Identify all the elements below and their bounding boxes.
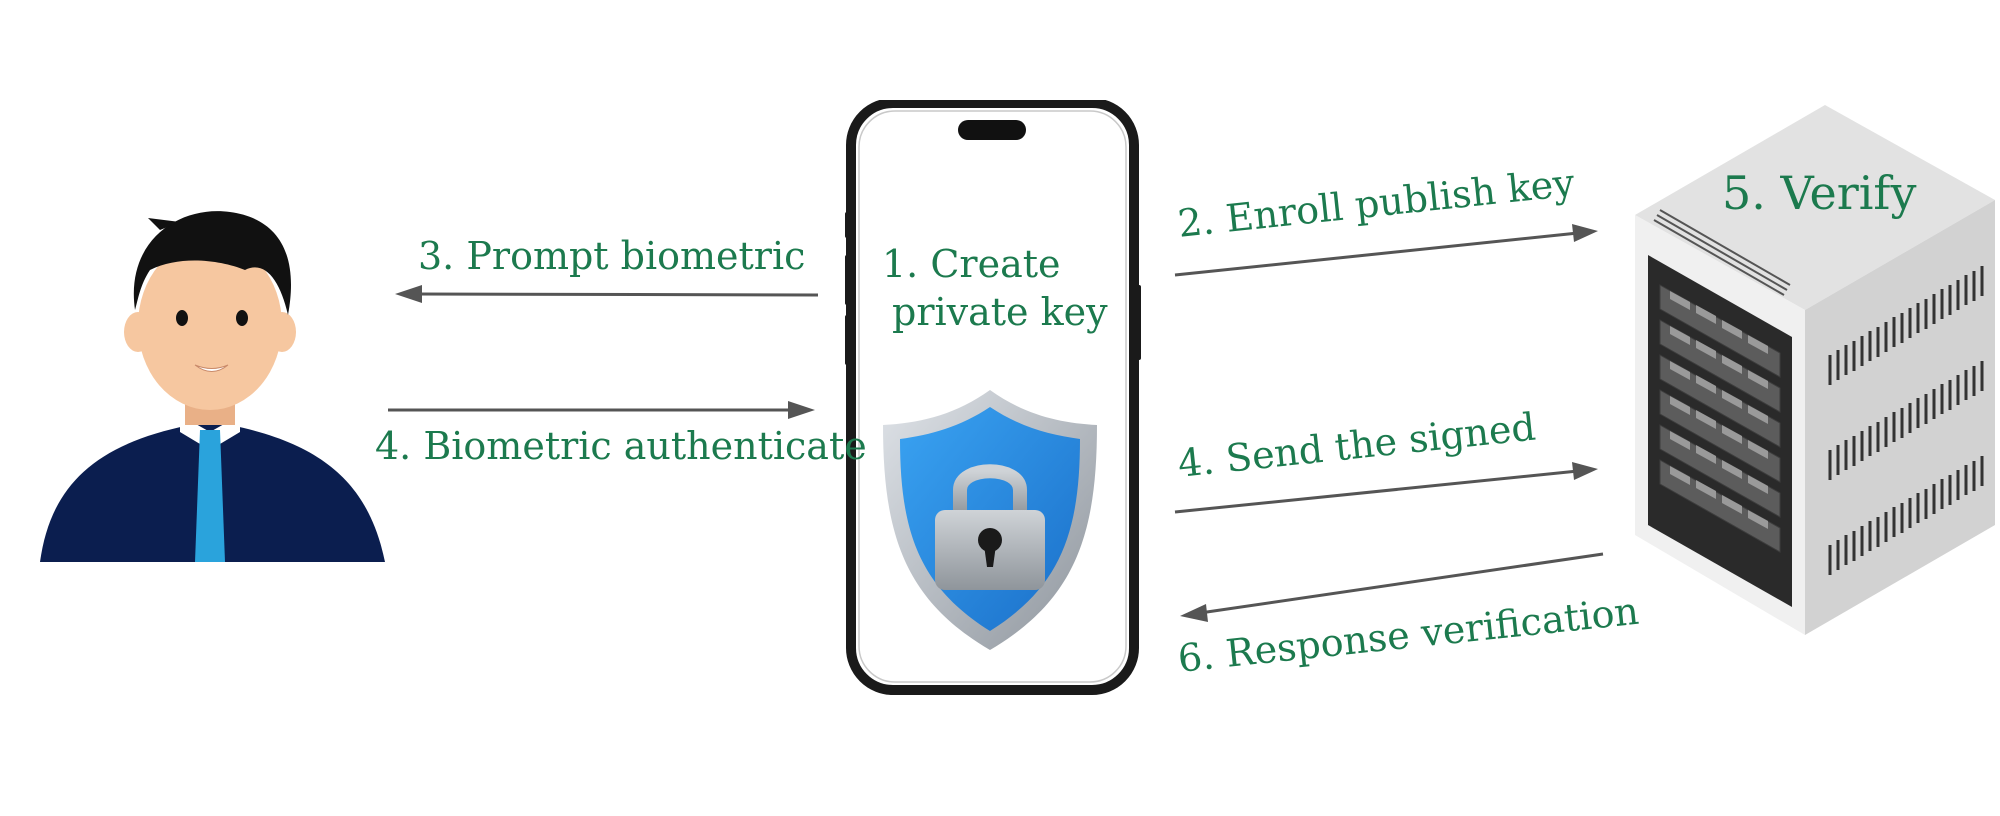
arrow-prompt-biometric (395, 285, 818, 303)
label-verify: 5. Verify (1722, 170, 1916, 216)
label-prompt-biometric: 3. Prompt biometric (418, 237, 805, 275)
label-biometric-authenticate: 4. Biometric authenticate (375, 427, 867, 465)
arrow-biometric-authenticate (388, 401, 815, 419)
label-create-line1: 1. Create (882, 245, 1060, 283)
label-create-line2: private key (892, 293, 1108, 331)
